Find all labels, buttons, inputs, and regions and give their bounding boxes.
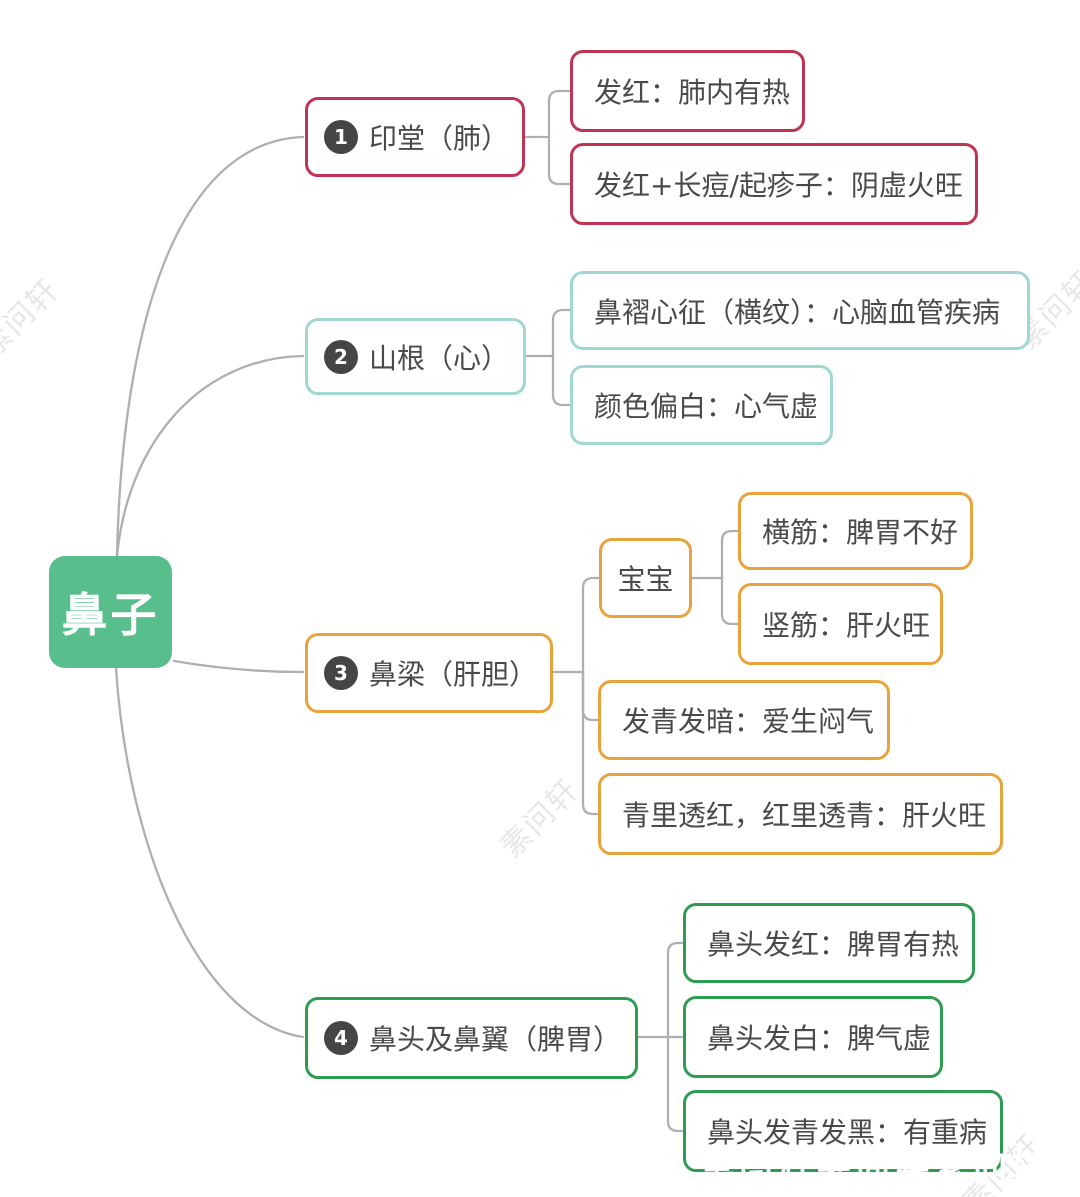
connector-root-branch4 [114,666,305,1039]
child-node[interactable]: 发青发暗：爱生闷气 [598,680,890,760]
child-node[interactable]: 鼻头发白：脾气虚 [683,996,943,1078]
branch-node-biliang[interactable]: 3 鼻梁（肝胆） [305,633,553,713]
grandchild-node[interactable]: 横筋：脾胃不好 [738,492,973,570]
child-node[interactable]: 鼻头发青发黑：有重病 [683,1090,1003,1172]
connector-root-branch1 [115,135,305,558]
branch-label: 鼻头及鼻翼（脾胃） [369,1023,622,1056]
number-badge: 4 [324,1021,358,1055]
child-label: 鼻头发红：脾胃有热 [707,928,960,961]
branch-node-yintang[interactable]: 1 印堂（肺） [305,97,525,177]
number-badge: 1 [324,120,358,154]
connector-root-branch2 [115,354,305,558]
child-node-baobao[interactable]: 宝宝 [599,538,692,618]
child-label: 青里透红，红里透青：肝火旺 [622,799,987,832]
child-label: 发红+长痘/起疹子：阴虚火旺 [594,169,963,202]
child-node[interactable]: 发红+长痘/起疹子：阴虚火旺 [570,143,978,225]
child-label: 鼻褶心征（横纹）：心脑血管疾病 [594,295,1001,329]
grandchild-node[interactable]: 竖筋：肝火旺 [738,583,943,665]
child-label: 颜色偏白：心气虚 [594,390,819,423]
branch-label: 鼻梁（肝胆） [369,658,538,691]
child-label: 发青发暗：爱生闷气 [622,705,875,738]
root-node[interactable]: 鼻子 [49,556,172,668]
branch-label: 山根（心） [369,341,510,375]
grandchild-label: 竖筋：肝火旺 [762,609,931,642]
branch-node-bitou[interactable]: 4 鼻头及鼻翼（脾胃） [305,997,638,1079]
number-badge: 2 [324,339,358,374]
child-node[interactable]: 颜色偏白：心气虚 [570,365,833,445]
child-label: 宝宝 [617,563,674,596]
child-node[interactable]: 鼻褶心征（横纹）：心脑血管疾病 [570,271,1030,350]
grandchild-label: 横筋：脾胃不好 [762,516,959,549]
child-label: 鼻头发白：脾气虚 [707,1022,932,1055]
number-badge: 3 [324,656,358,690]
branch-node-shangen[interactable]: 2 山根（心） [305,318,526,395]
child-node[interactable]: 发红：肺内有热 [570,50,805,132]
connector-root-branch3 [172,659,305,674]
child-node[interactable]: 青里透红，红里透青：肝火旺 [598,773,1003,855]
root-label: 鼻子 [61,588,160,642]
child-label: 发红：肺内有热 [594,76,791,109]
branch-label: 印堂（肺） [369,122,510,155]
child-label: 鼻头发青发黑：有重病 [707,1116,988,1149]
child-node[interactable]: 鼻头发红：脾胃有热 [683,903,975,983]
